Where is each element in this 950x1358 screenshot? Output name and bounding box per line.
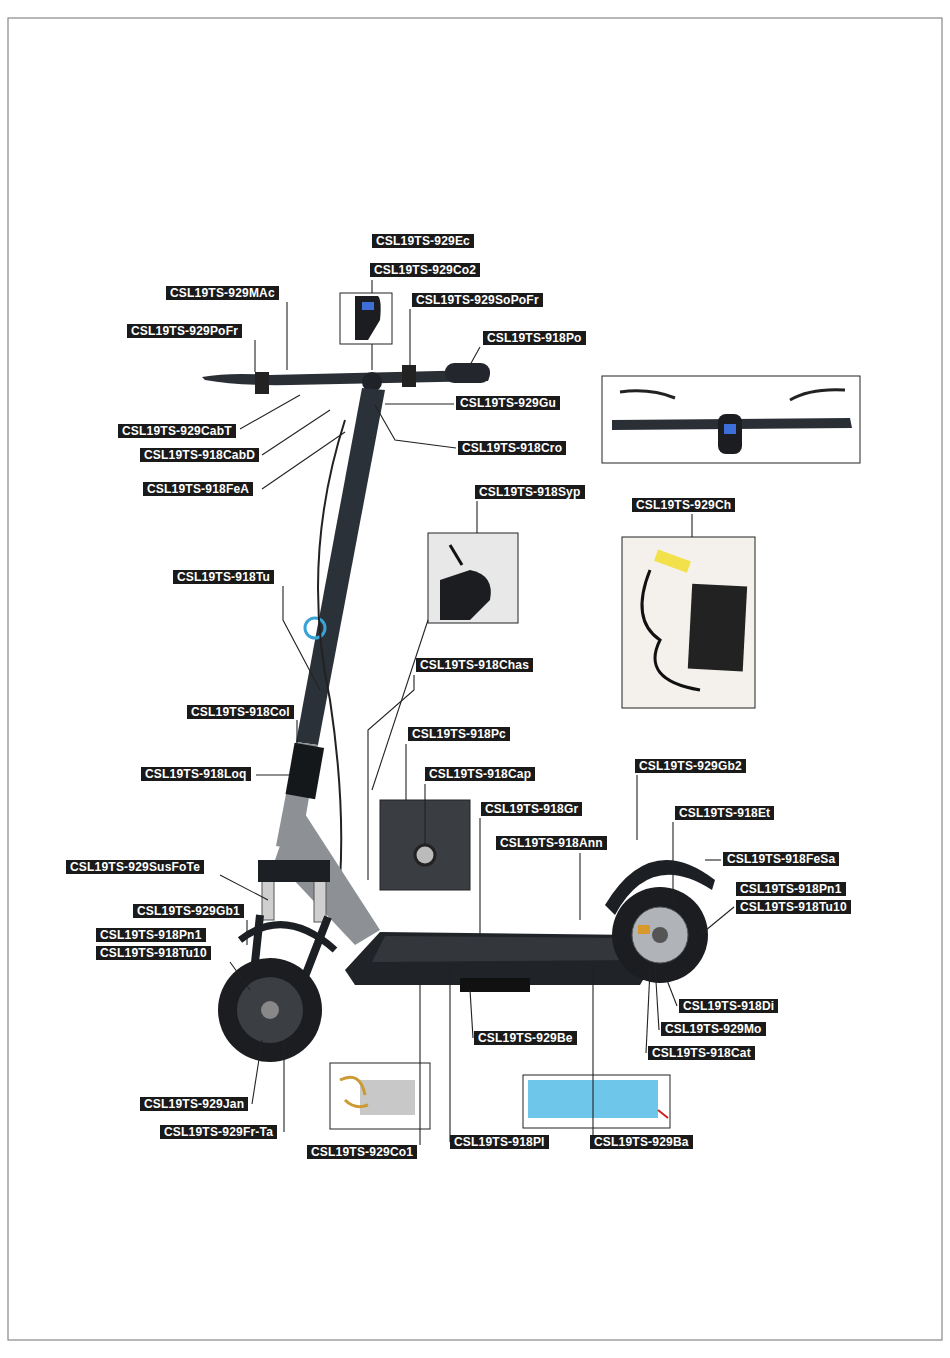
part-code: CSL19TS-918Pn1 bbox=[736, 882, 846, 896]
inset-photos bbox=[330, 293, 860, 1129]
part-code: CSL19TS-918Tu bbox=[173, 570, 274, 584]
part-code: CSL19TS-918Ann bbox=[496, 836, 607, 850]
part-code: CSL19TS-918Cap bbox=[425, 767, 535, 781]
part-code: CSL19TS-929Be bbox=[474, 1031, 577, 1045]
part-code: CSL19TS-918Po bbox=[483, 331, 586, 345]
part-code: CSL19TS-929Co1 bbox=[307, 1145, 417, 1159]
part-code: CSL19TS-929Gb2 bbox=[635, 759, 746, 773]
part-code: CSL19TS-918Tu10 bbox=[96, 946, 211, 960]
part-code: CSL19TS-929PoFr bbox=[127, 324, 242, 338]
part-code: CSL19TS-918Di bbox=[679, 999, 778, 1013]
part-code: CSL19TS-929Gb1 bbox=[133, 904, 244, 918]
part-code: CSL19TS-918Pc bbox=[408, 727, 510, 741]
part-code: CSL19TS-929Ec bbox=[372, 234, 474, 248]
part-code: CSL19TS-918Col bbox=[187, 705, 294, 719]
part-code: CSL19TS-929CabT bbox=[118, 424, 236, 438]
part-code: CSL19TS-929Mo bbox=[661, 1022, 766, 1036]
part-code: CSL19TS-918Loq bbox=[141, 767, 251, 781]
part-code: CSL19TS-929SoPoFr bbox=[412, 293, 543, 307]
part-code: CSL19TS-929Fr-Ta bbox=[160, 1125, 277, 1139]
part-code: CSL19TS-918Cat bbox=[648, 1046, 755, 1060]
leader-lines bbox=[220, 280, 734, 1145]
page-border bbox=[8, 18, 942, 1340]
part-code: CSL19TS-918Cro bbox=[458, 441, 566, 455]
part-code: CSL19TS-918Gr bbox=[481, 802, 582, 816]
part-code: CSL19TS-918Pl bbox=[450, 1135, 549, 1149]
part-code: CSL19TS-918FeSa bbox=[723, 852, 839, 866]
part-code: CSL19TS-918Tu10 bbox=[736, 900, 851, 914]
part-code: CSL19TS-918Pn1 bbox=[96, 928, 206, 942]
part-code: CSL19TS-929Ba bbox=[590, 1135, 693, 1149]
part-code: CSL19TS-918CabD bbox=[140, 448, 259, 462]
part-code: CSL19TS-929Co2 bbox=[370, 263, 480, 277]
part-code: CSL19TS-918Syp bbox=[475, 485, 585, 499]
part-code: CSL19TS-918Chas bbox=[416, 658, 533, 672]
part-code: CSL19TS-929Gu bbox=[456, 396, 560, 410]
part-code: CSL19TS-929Ch bbox=[632, 498, 735, 512]
part-code: CSL19TS-929Jan bbox=[140, 1097, 248, 1111]
part-code: CSL19TS-918FeA bbox=[143, 482, 253, 496]
part-code: CSL19TS-929SusFoTe bbox=[66, 860, 204, 874]
part-code: CSL19TS-929MAc bbox=[166, 286, 279, 300]
part-code: CSL19TS-918Et bbox=[675, 806, 774, 820]
